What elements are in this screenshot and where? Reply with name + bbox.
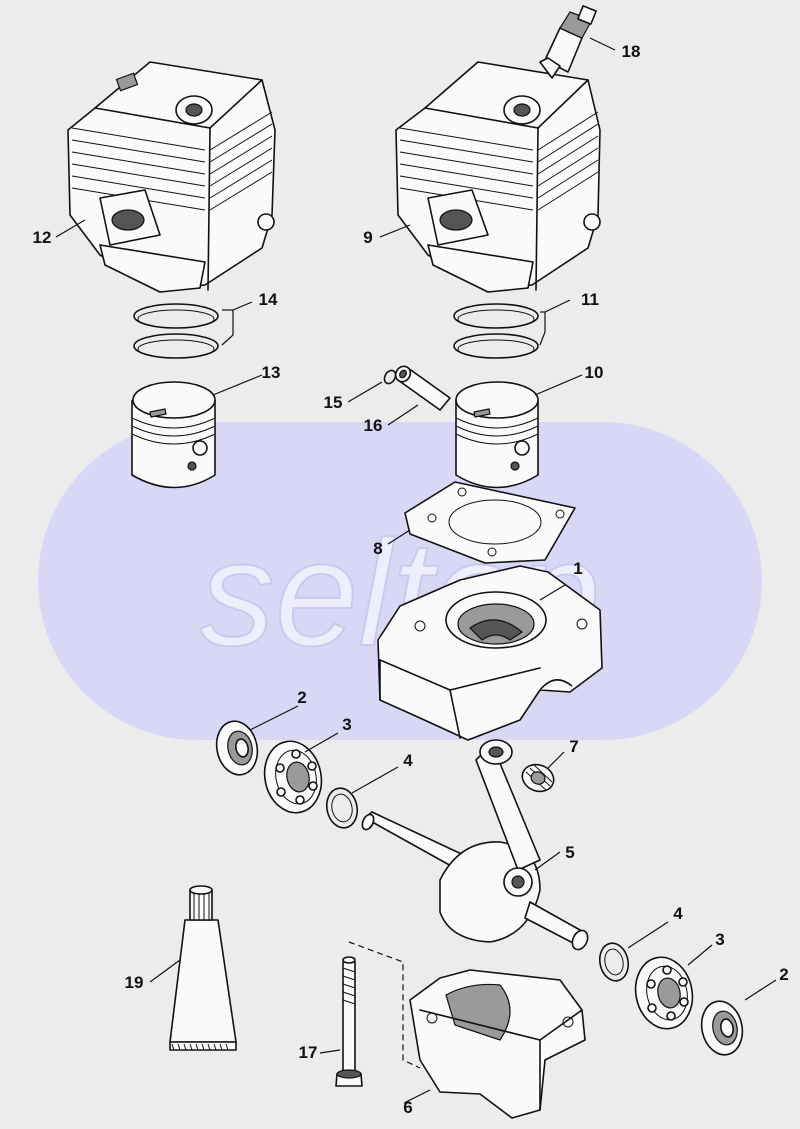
lower-crankcase-illustration [409,969,586,1119]
grease-tube-illustration [169,885,237,1051]
callout-part-4a: 4 [403,751,413,770]
callout-part-6: 6 [403,1098,412,1117]
callout-part-17: 17 [299,1043,318,1062]
spark-plug-illustration [539,5,597,79]
callout-part-19: 19 [125,973,144,992]
bolt-path-indicator [348,941,421,1069]
piston-pin-illustration [394,365,451,411]
callout-part-1: 1 [573,559,582,578]
bearing-left-illustration [263,740,323,814]
callout-part-11: 11 [581,290,599,309]
crankcase-illustration [377,565,603,741]
circlip-illustration [383,369,397,385]
callout-part-4b: 4 [673,904,683,923]
piston-rings-right-illustration [453,303,539,359]
screw-illustration [335,956,363,1087]
callout-part-9: 9 [363,228,372,247]
callout-part-10: 10 [585,363,604,382]
callout-part-13: 13 [262,363,281,382]
oil-seal-left-illustration [215,720,259,776]
bearing-right-illustration [634,956,694,1030]
callout-part-2a: 2 [297,688,306,707]
callout-part-3b: 3 [715,930,724,949]
callouts: 1 2 2 3 3 4 4 5 6 7 8 9 10 11 12 13 14 1… [33,42,789,1117]
callout-part-15: 15 [324,393,343,412]
callout-part-3a: 3 [342,715,351,734]
callout-part-7: 7 [569,737,578,756]
callout-part-16: 16 [364,416,383,435]
callout-part-14: 14 [259,290,278,309]
callout-part-2b: 2 [779,965,788,984]
piston-rings-left-illustration [133,303,219,359]
oil-seal-right-illustration [700,1000,744,1056]
callout-part-5: 5 [565,843,574,862]
cylinder-left-illustration [67,61,276,293]
leader-lines [55,37,777,1104]
cylinder-right-illustration [395,61,601,293]
callout-part-12: 12 [33,228,52,247]
callout-part-8: 8 [373,539,382,558]
crankshaft-illustration [361,739,589,951]
gasket-illustration [404,481,576,564]
needle-bearing-illustration [521,763,555,793]
washer-right-illustration [598,942,630,982]
piston-left-illustration [131,381,216,489]
piston-right-illustration [455,381,539,489]
washer-left-illustration [325,787,359,829]
callout-part-18: 18 [622,42,641,61]
